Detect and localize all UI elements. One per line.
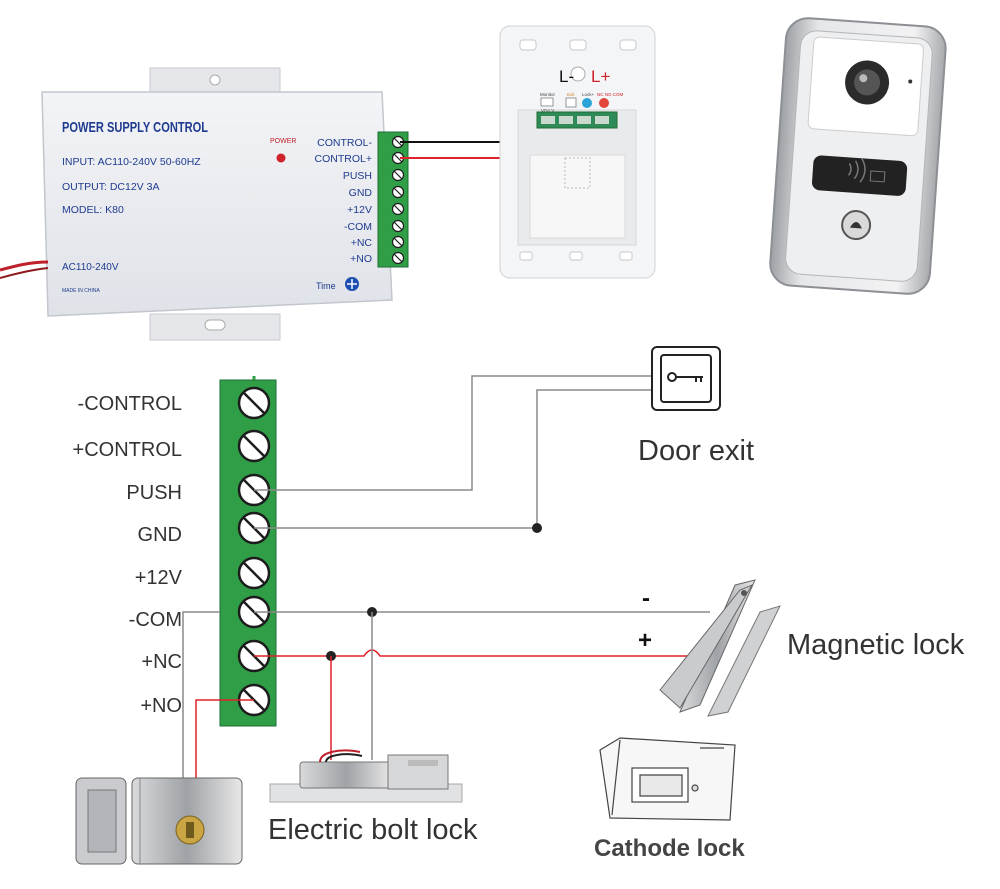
cathode-lock-label: Cathode lock	[594, 835, 745, 862]
psu-terminal-screw	[391, 168, 405, 182]
terminal-label-nc: +NC	[141, 651, 182, 673]
terminal-screw	[237, 556, 271, 590]
main-terminal-block	[219, 376, 277, 727]
psu-terminal-screw	[391, 185, 405, 199]
electric-bolt-lock-image	[269, 749, 463, 803]
psu-terminal-label: +NC	[351, 237, 373, 249]
magnetic-lock-plus: +	[638, 627, 652, 654]
psu-input-spec: INPUT: AC110-240V 50-60HZ	[62, 156, 201, 168]
wires	[182, 375, 710, 778]
port-label: Exit	[567, 92, 575, 97]
psu-terminal-screw	[391, 135, 405, 149]
terminal-label-com: -COM	[129, 609, 182, 631]
magnetic-lock-label: Magnetic lock	[787, 629, 965, 661]
port-label: NC NO COM	[597, 92, 624, 97]
psu-terminal-screw	[391, 235, 405, 249]
psu-terminal-block	[377, 131, 409, 268]
indoor-monitor-back: L- L+ Monitor Exit Lock+ NC NO COM VDA V	[499, 25, 656, 279]
terminal-label-push: PUSH	[126, 482, 182, 504]
power-led-label: POWER	[270, 138, 296, 145]
terminal-label-control-plus: +CONTROL	[73, 439, 182, 461]
rim-lock-image	[75, 777, 243, 865]
door-exit-button[interactable]	[651, 346, 721, 411]
psu-terminal-label: +NO	[350, 253, 372, 265]
psu-terminal-label: PUSH	[343, 170, 372, 182]
magnetic-lock-image	[659, 579, 781, 717]
psu-terminal-labels: CONTROL- CONTROL+ PUSH GND +12V -COM +NC…	[315, 137, 373, 265]
magnetic-lock-minus: -	[642, 585, 650, 612]
psu-terminal-screw	[391, 219, 405, 233]
psu-ac-label: AC110-240V	[62, 262, 119, 273]
psu-time-label: Time	[316, 281, 336, 291]
psu-terminal-screws	[391, 135, 405, 265]
terminal-labels: -CONTROL +CONTROL PUSH GND +12V -COM +NC…	[73, 393, 183, 717]
psu-terminal-label: -COM	[344, 221, 372, 233]
electric-bolt-lock-label: Electric bolt lock	[268, 814, 478, 846]
terminal-label-control-minus: -CONTROL	[78, 393, 182, 415]
key-icon	[667, 372, 703, 382]
terminal-label-12v: +12V	[135, 567, 183, 589]
power-supply-unit: POWER SUPPLY CONTROL INPUT: AC110-240V 5…	[0, 67, 409, 341]
terminal-label-gnd: GND	[138, 524, 182, 546]
psu-title: POWER SUPPLY CONTROL	[62, 119, 208, 136]
power-led	[276, 153, 286, 163]
l-plus-label: L+	[591, 67, 610, 86]
l-minus-label: L-	[559, 67, 574, 86]
cathode-lock-image	[599, 737, 736, 821]
psu-terminal-label: GND	[349, 187, 373, 199]
psu-terminal-screw	[391, 202, 405, 216]
rfid-reader	[811, 155, 908, 196]
psu-model: MODEL: K80	[62, 204, 124, 216]
psu-terminal-label: +12V	[347, 204, 372, 216]
psu-terminal-label: CONTROL-	[317, 137, 372, 149]
psu-made-in: MADE IN CHINA	[62, 288, 100, 294]
port-label: Lock+	[582, 92, 595, 97]
terminal-screw	[237, 386, 271, 420]
psu-terminal-screw	[391, 251, 405, 265]
door-exit-label: Door exit	[638, 435, 754, 467]
terminal-label-no: +NO	[140, 695, 182, 717]
port-sublabel: VDA V	[541, 108, 554, 113]
psu-output-spec: OUTPUT: DC12V 3A	[62, 181, 159, 193]
psu-terminal-label: CONTROL+	[315, 153, 372, 165]
doorbell-camera	[769, 17, 947, 295]
port-label: Monitor	[540, 92, 556, 97]
terminal-screw	[237, 429, 271, 463]
